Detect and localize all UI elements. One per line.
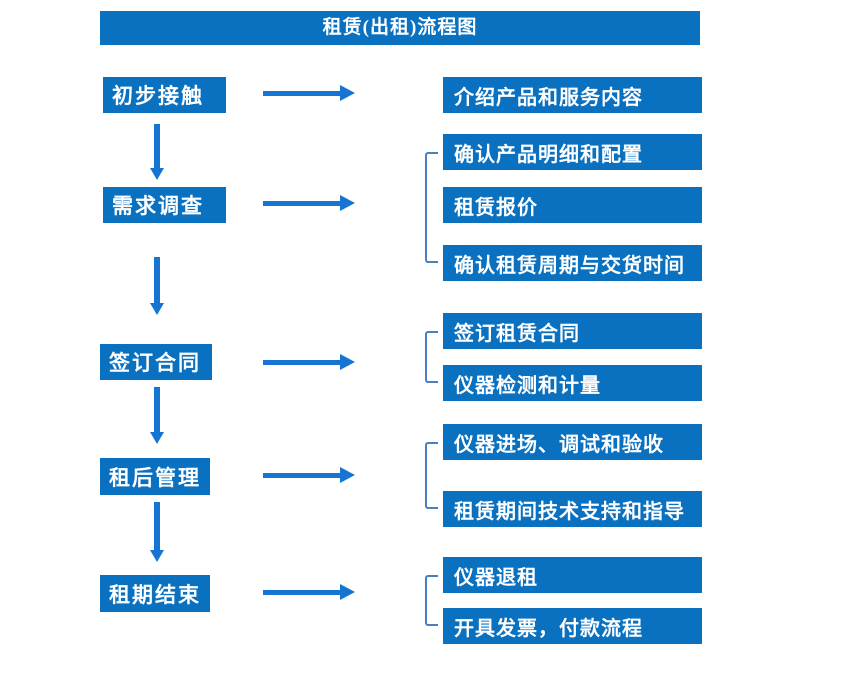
right-arrow-icon xyxy=(263,467,355,483)
step-box-sign-contract: 签订合同 xyxy=(100,344,212,380)
arrow-head xyxy=(150,303,164,315)
step-box-demand-survey: 需求调查 xyxy=(103,187,226,223)
arrow-head xyxy=(340,467,355,483)
group-bracket xyxy=(425,331,438,383)
arrow-stem xyxy=(263,201,340,206)
detail-box-instrument-setup-acceptance: 仪器进场、调试和验收 xyxy=(443,424,702,460)
right-arrow-icon xyxy=(263,354,355,370)
arrow-stem xyxy=(263,473,340,478)
arrow-stem xyxy=(154,257,160,304)
down-arrow-icon xyxy=(150,257,164,315)
arrow-head xyxy=(150,168,164,180)
detail-box-rental-quotation: 租赁报价 xyxy=(443,187,702,223)
step-box-post-rental-management: 租后管理 xyxy=(100,458,210,495)
right-arrow-icon xyxy=(263,584,355,600)
down-arrow-icon xyxy=(150,387,164,444)
arrow-stem xyxy=(154,124,160,169)
group-bracket xyxy=(425,442,438,509)
detail-box-instrument-testing: 仪器检测和计量 xyxy=(443,365,702,401)
arrow-head xyxy=(340,195,355,211)
arrow-head xyxy=(150,432,164,444)
arrow-head xyxy=(150,550,164,562)
arrow-stem xyxy=(263,360,340,365)
detail-box-instrument-return: 仪器退租 xyxy=(443,557,702,593)
arrow-stem xyxy=(154,387,160,433)
arrow-stem xyxy=(154,502,160,551)
detail-box-confirm-period-delivery: 确认租赁周期与交货时间 xyxy=(443,245,702,281)
step-box-rental-end: 租期结束 xyxy=(100,575,210,612)
arrow-stem xyxy=(263,91,340,96)
down-arrow-icon xyxy=(150,124,164,180)
arrow-head xyxy=(340,85,355,101)
right-arrow-icon xyxy=(263,195,355,211)
down-arrow-icon xyxy=(150,502,164,562)
group-bracket xyxy=(425,152,438,263)
detail-box-invoice-payment: 开具发票，付款流程 xyxy=(443,608,702,644)
detail-box-introduce-products: 介绍产品和服务内容 xyxy=(443,77,702,113)
step-box-initial-contact: 初步接触 xyxy=(103,77,226,113)
detail-box-sign-rental-contract: 签订租赁合同 xyxy=(443,313,702,349)
arrow-head xyxy=(340,584,355,600)
arrow-stem xyxy=(263,590,340,595)
group-bracket xyxy=(425,575,438,626)
right-arrow-icon xyxy=(263,85,355,101)
detail-box-confirm-product-details: 确认产品明细和配置 xyxy=(443,134,702,170)
detail-box-technical-support: 租赁期间技术支持和指导 xyxy=(443,491,702,527)
arrow-head xyxy=(340,354,355,370)
flowchart-title: 租赁(出租)流程图 xyxy=(100,11,700,45)
